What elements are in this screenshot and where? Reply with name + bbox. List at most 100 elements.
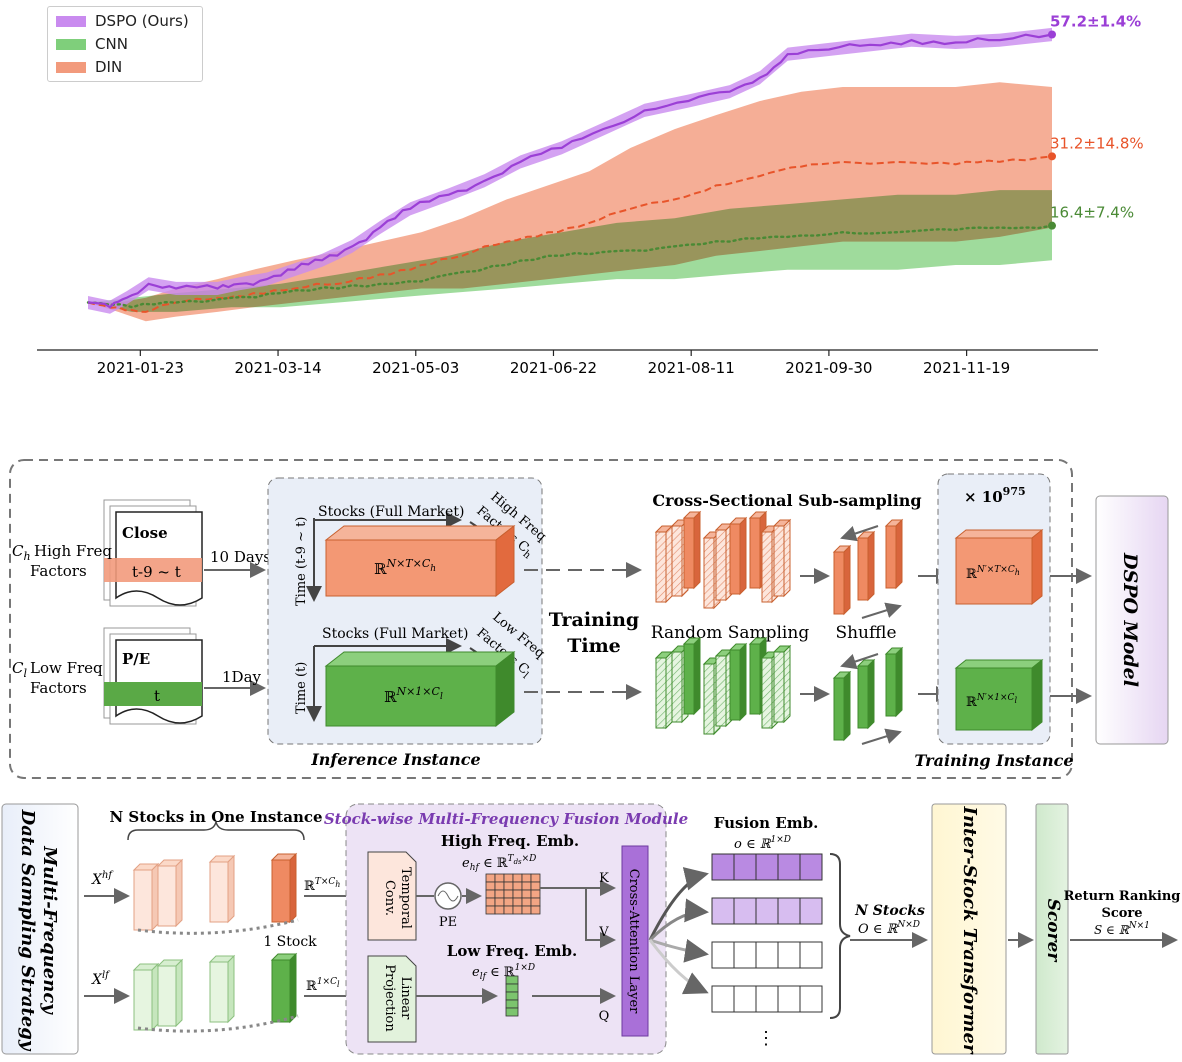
svg-text:Low Freq: Low Freq	[30, 659, 103, 677]
sampling-strategy-frame	[9, 459, 1073, 779]
slab-side	[175, 958, 183, 1028]
end-point	[1048, 152, 1056, 161]
sampled-stocks-high	[654, 510, 904, 616]
dotted-connector	[137, 1014, 299, 1033]
pe-label: PE	[439, 915, 457, 930]
slab-side	[895, 518, 903, 590]
cl-factor-caption: Cl Low Freq Factors	[12, 659, 103, 697]
dspo-model-label: DSPO Model	[1119, 552, 1141, 687]
shuffle-arrow	[861, 602, 902, 619]
n-stocks-2: N Stocks	[854, 903, 925, 919]
slab	[833, 677, 845, 741]
linear-projection-block: Linear Projection	[367, 955, 417, 1043]
lf-cell	[505, 1007, 519, 1017]
svg-text:ℝN′×1×Cl: ℝN′×1×Cl	[966, 693, 1017, 710]
fan-arrow	[649, 938, 709, 963]
slab	[773, 525, 785, 597]
cross-attention-layer	[621, 845, 649, 1037]
hf-cell	[512, 897, 523, 907]
svg-text:S ∈ ℝN×1: S ∈ ℝN×1	[1094, 921, 1150, 937]
svg-text:Factors: Factors	[30, 562, 87, 580]
slab-side	[739, 516, 747, 596]
hf-cell	[503, 889, 514, 899]
svg-text:Ch: Ch	[12, 542, 31, 563]
fan-arrow	[648, 898, 709, 942]
fusion-cell	[799, 985, 823, 1013]
slab-side	[289, 952, 297, 1024]
shuffle-arrow	[861, 728, 902, 745]
legend-item: CNN	[56, 35, 128, 53]
svg-text:Linear: Linear	[398, 977, 413, 1021]
v-label: V	[598, 925, 609, 940]
slab-side	[665, 650, 673, 730]
x-tick-label: 2021-01-23	[97, 359, 184, 377]
slab	[833, 551, 845, 615]
fusion-cell	[733, 897, 757, 925]
hf-cell	[503, 873, 514, 883]
svg-text:ℝ1×Cl: ℝ1×Cl	[306, 977, 340, 994]
random-sampling-label: Random Sampling	[651, 623, 810, 643]
fusion-cell	[711, 853, 735, 881]
return-ranking-2: Score	[1101, 906, 1142, 921]
slab	[671, 651, 683, 723]
stocks-full-market-lo: Stocks (Full Market)	[322, 626, 468, 642]
series-line-dspo-ours-	[87, 33, 1053, 309]
inter-stock-transformer-box	[931, 803, 1007, 1055]
svg-text:ℝN×T×Ch: ℝN×T×Ch	[374, 557, 436, 578]
legend-item: DIN	[56, 58, 122, 76]
slab	[209, 861, 229, 923]
slab-side	[867, 658, 875, 730]
x-tick-label: 2021-09-30	[785, 359, 872, 377]
dotted-connector	[137, 918, 299, 935]
slab	[271, 959, 291, 1023]
more-rows-ellipsis: ⋮	[757, 1028, 775, 1049]
training-instance-label: Training Instance	[914, 751, 1073, 770]
lf-cell	[505, 983, 519, 993]
slab	[703, 537, 715, 609]
dspo-model-box	[1095, 495, 1169, 745]
svg-text:Conv.: Conv.	[382, 880, 397, 916]
slab-side	[227, 854, 235, 924]
svg-text:× 10975: × 10975	[964, 485, 1026, 506]
svg-text:Xlf: Xlf	[91, 970, 111, 988]
band-cnn	[88, 190, 1052, 312]
lf-embedding-column	[505, 975, 519, 1017]
legend-label: DSPO (Ours)	[95, 12, 189, 30]
fusion-cell	[755, 853, 779, 881]
series-line-din	[87, 155, 1053, 313]
hf-cell	[494, 873, 505, 883]
cross-attention-label: Cross-Attention Layer	[626, 869, 641, 1015]
x-tick-label: 2021-05-03	[372, 359, 459, 377]
q-label: Q	[599, 1009, 610, 1024]
mf-strategy-box	[1, 803, 79, 1055]
slab	[655, 657, 667, 729]
hf-cell	[503, 897, 514, 907]
fusion-cell	[711, 985, 735, 1013]
slab	[133, 869, 153, 931]
pe-label: P/E	[122, 650, 150, 668]
slab	[761, 657, 773, 729]
training-time-2: Time	[567, 635, 621, 657]
fusion-cell	[711, 941, 735, 969]
scorer-box	[1035, 803, 1069, 1055]
low-freq-factor-sheet: P/E t	[103, 627, 203, 725]
end-point	[1048, 30, 1056, 39]
slab	[703, 663, 715, 735]
svg-text:Cl: Cl	[12, 659, 27, 680]
series-line-cnn	[86, 224, 1054, 309]
high-freq-factor-sheet: Close t-9 ~ t	[103, 499, 203, 607]
slab	[761, 531, 773, 603]
hf-cell	[521, 873, 532, 883]
inter-stock-transformer-label: Inter-Stock Transformer	[959, 806, 980, 1055]
ch-factor-caption: Ch High Freq Factors	[12, 542, 112, 580]
slab-side	[693, 510, 701, 590]
hf-cell	[530, 897, 541, 907]
slab-side	[175, 858, 183, 928]
hf-cell	[485, 881, 496, 891]
hf-cell	[512, 881, 523, 891]
slab	[749, 643, 761, 715]
hf-emb-title: High Freq. Emb.	[441, 832, 579, 850]
slab	[773, 651, 785, 723]
